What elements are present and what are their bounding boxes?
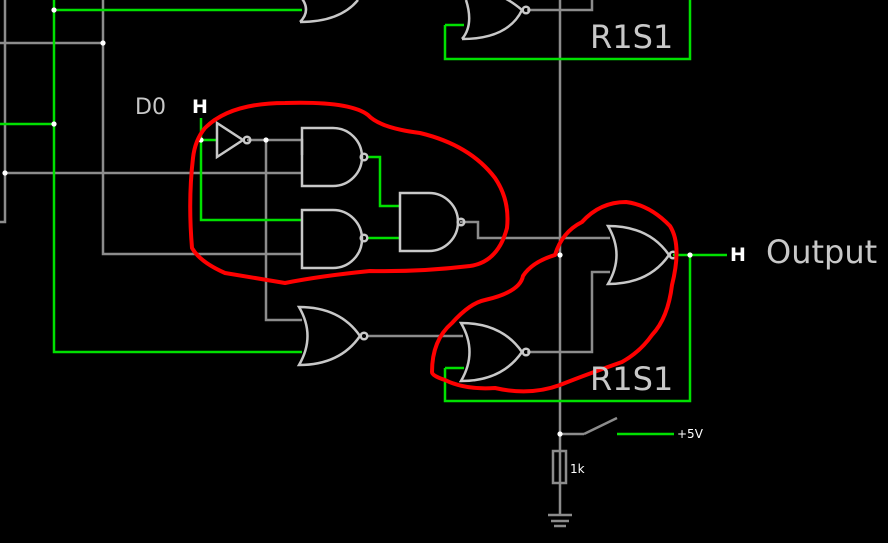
annotation-loop-left — [188, 100, 510, 285]
nand-gate-2 — [300, 208, 369, 270]
not-gate — [215, 120, 252, 160]
nand-gate-3 — [398, 191, 466, 253]
annotations — [188, 100, 679, 394]
output-state-indicator: H — [730, 244, 746, 266]
supply-label: +5V — [677, 427, 704, 441]
junction-dots — [2, 7, 693, 437]
module-label-top: R1S1 — [590, 18, 673, 56]
nor-gate-top — [461, 0, 531, 41]
high-wires — [0, 0, 727, 436]
nand-gate-1 — [300, 126, 369, 188]
low-wires — [0, 0, 618, 528]
module-label-bottom: R1S1 — [590, 360, 673, 398]
gates — [215, 0, 678, 383]
input-state-indicator[interactable]: H — [192, 96, 208, 118]
input-label-d0: D0 — [135, 95, 166, 120]
resistor-label: 1k — [570, 462, 585, 476]
nor-gate-latch-output — [605, 224, 678, 286]
or-gate-top-left — [299, 0, 359, 24]
annotation-loop-right — [430, 200, 679, 394]
nor-gate-lower-left — [296, 305, 369, 367]
output-label: Output — [766, 233, 877, 271]
switch-toggle[interactable] — [580, 412, 622, 440]
nor-gate-latch-bottom — [458, 321, 531, 383]
